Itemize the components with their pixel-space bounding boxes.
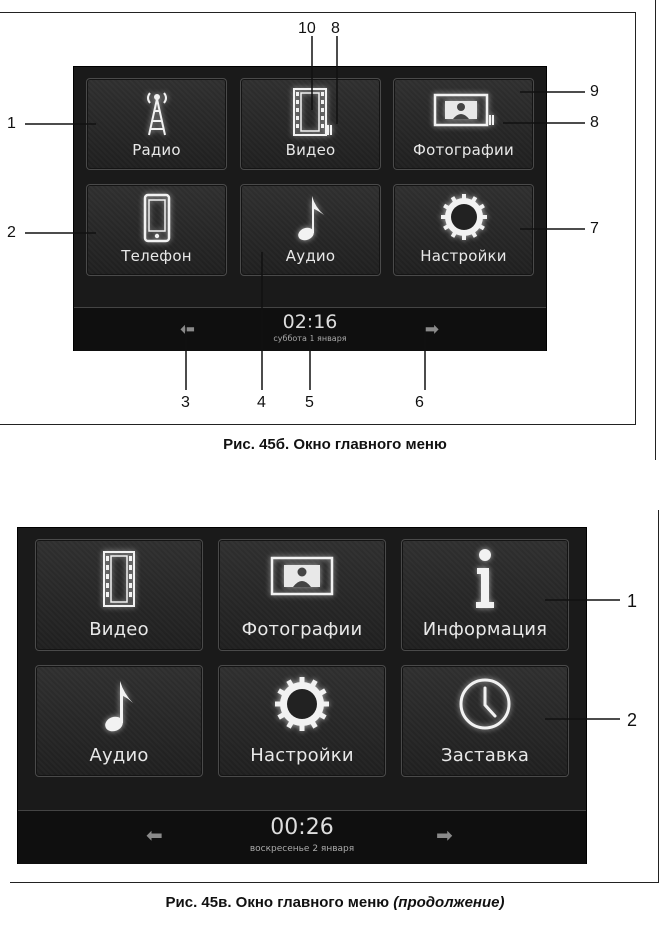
screen-c: Видео Фотографии Информация (17, 527, 587, 864)
callout-1: 1 (7, 115, 16, 132)
arrow-right-icon[interactable]: ➡ (436, 825, 453, 847)
tile-radio[interactable]: Радио (86, 78, 227, 170)
tile-photos-label: Фотографии (413, 141, 514, 159)
clock-icon (457, 676, 513, 732)
clock-c: 00:26 (270, 815, 334, 840)
callout-8-top: 8 (331, 20, 340, 37)
tile-video[interactable]: Видео (240, 78, 381, 170)
tile-photos[interactable]: Фотографии (393, 78, 534, 170)
gear-icon (274, 676, 330, 732)
arrow-left-icon[interactable]: ⬅ (146, 825, 163, 847)
radio-tower-icon (142, 89, 172, 137)
tile-c-photos[interactable]: Фотографии (218, 539, 386, 651)
figure-b-frame-top (0, 12, 636, 13)
callout-c-1: 1 (627, 591, 638, 611)
tile-c-settings[interactable]: Настройки (218, 665, 386, 777)
clock-b: 02:16 (282, 311, 338, 333)
tile-settings[interactable]: Настройки (393, 184, 534, 276)
caption-c-main: Рис. 45в. Окно главного меню (165, 894, 390, 911)
figure-c-frame-bottom (10, 882, 659, 883)
tile-c-screensaver-label: Заставка (440, 745, 530, 766)
tile-c-audio-label: Аудио (89, 745, 149, 766)
callout-5: 5 (305, 394, 314, 411)
tile-c-screensaver[interactable]: Заставка (401, 665, 569, 777)
info-icon (473, 548, 497, 610)
tile-c-photos-label: Фотографии (241, 619, 363, 640)
photo-frame-icon (433, 93, 495, 129)
film-strip-icon (102, 550, 136, 608)
callout-7: 7 (590, 220, 599, 237)
caption-c-italic: (продолжение) (393, 894, 505, 911)
caption-c: Рис. 45в. Окно главного меню (продолжени… (0, 894, 670, 911)
music-note-icon (103, 678, 135, 734)
tile-c-info[interactable]: Информация (401, 539, 569, 651)
callout-c-2: 2 (627, 710, 638, 730)
callout-4: 4 (257, 394, 266, 411)
phone-icon (143, 193, 171, 243)
tile-audio-label: Аудио (285, 247, 336, 265)
tile-c-video-label: Видео (89, 619, 149, 640)
callout-3: 3 (181, 394, 190, 411)
caption-b: Рис. 45б. Окно главного меню (223, 436, 447, 453)
figure-c-frame-right (658, 510, 659, 882)
arrow-right-icon[interactable]: ➡ (424, 319, 440, 339)
gear-icon (440, 193, 488, 241)
status-bar-c: ⬅ 00:26 воскресенье 2 января ➡ (18, 810, 586, 864)
figure-b-frame-right (635, 12, 636, 425)
callout-8-right: 8 (590, 114, 599, 131)
tile-c-audio[interactable]: Аудио (35, 665, 203, 777)
figure-b-frame-bottom (0, 424, 636, 425)
callout-9: 9 (590, 83, 599, 100)
tile-video-label: Видео (285, 141, 336, 159)
tile-c-settings-label: Настройки (250, 745, 354, 766)
tile-c-info-label: Информация (422, 619, 548, 640)
tile-phone[interactable]: Телефон (86, 184, 227, 276)
arrow-left-icon[interactable]: ⬅ (180, 319, 196, 339)
film-strip-icon (290, 87, 332, 137)
callout-10: 10 (298, 20, 316, 37)
callout-6: 6 (415, 394, 424, 411)
date-c: воскресенье 2 января (249, 844, 355, 854)
tile-phone-label: Телефон (121, 247, 192, 265)
tile-c-video[interactable]: Видео (35, 539, 203, 651)
tile-settings-label: Настройки (420, 247, 507, 265)
music-note-icon (296, 193, 326, 243)
tile-audio[interactable]: Аудио (240, 184, 381, 276)
page-right-rule (655, 0, 656, 460)
callout-2: 2 (7, 224, 16, 241)
tile-radio-label: Радио (132, 141, 181, 159)
photo-frame-icon (270, 556, 334, 596)
